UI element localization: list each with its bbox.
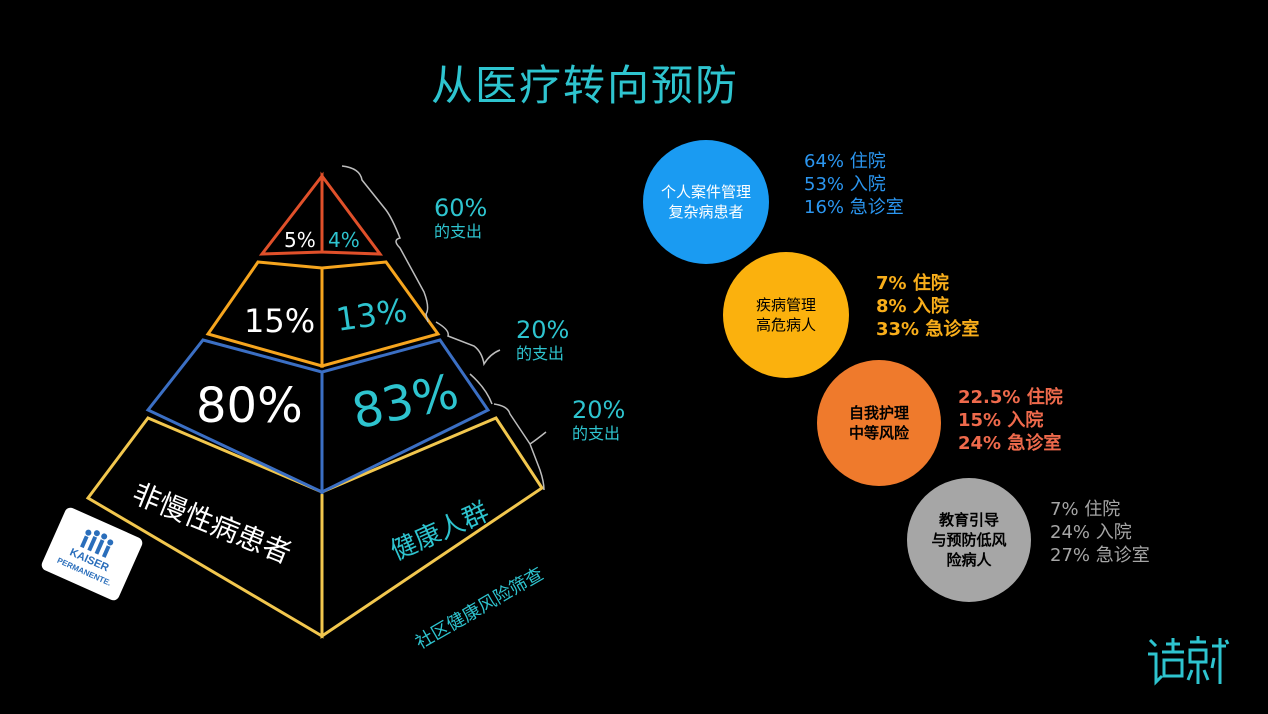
spending-middle: 20% 的支出: [516, 316, 569, 364]
segment-stats-medium-risk: 22.5% 住院 15% 入院 24% 急诊室: [958, 386, 1063, 455]
pyramid-tier-1-right: [320, 171, 384, 256]
segment-complex-line2: 复杂病患者: [668, 203, 744, 221]
pyramid-tier-2-right: [320, 260, 441, 368]
spending-middle-pct: 20%: [516, 316, 570, 344]
spending-middle-label: 的支出: [516, 344, 565, 363]
stat-complex-3: 16% 急诊室: [804, 197, 904, 218]
stat-high-risk-1: 7% 住院: [876, 273, 949, 294]
brand-logo-icon: [1148, 636, 1230, 686]
segment-circle-complex: 个人案件管理 复杂病患者: [643, 140, 769, 264]
spending-top-label: 的支出: [434, 222, 483, 241]
spending-bottom-label: 的支出: [572, 424, 621, 443]
segment-stats-complex: 64% 住院 53% 入院 16% 急诊室: [804, 150, 904, 219]
stat-high-risk-2: 8% 入院: [876, 296, 949, 317]
stat-complex-1: 64% 住院: [804, 151, 886, 172]
segment-stats-high-risk: 7% 住院 8% 入院 33% 急诊室: [876, 272, 979, 341]
stat-medium-risk-1: 22.5% 住院: [958, 387, 1063, 408]
spending-top-pct: 60%: [434, 194, 488, 222]
brace-top: [341, 165, 429, 323]
stat-low-risk-1: 7% 住院: [1050, 499, 1121, 520]
segment-circle-low-risk: 教育引导 与预防低风 险病人: [907, 478, 1031, 602]
pyramid-tier-4-right: [320, 416, 545, 639]
spending-top: 60% 的支出: [434, 194, 487, 242]
segment-medium-risk-line2: 中等风险: [848, 424, 909, 442]
stat-complex-2: 53% 入院: [804, 174, 886, 195]
segment-low-risk-line2: 与预防低风: [931, 531, 1007, 549]
tier-3-left-pct: 80%: [196, 378, 303, 434]
kaiser-logo: KAISER PERMANENTE.: [39, 505, 145, 603]
brace-bottom: [493, 403, 547, 491]
segment-high-risk-line1: 疾病管理: [755, 296, 816, 314]
page-title: 从医疗转向预防: [430, 61, 739, 110]
segment-low-risk-line1: 教育引导: [938, 511, 999, 529]
stat-low-risk-3: 27% 急诊室: [1050, 545, 1150, 566]
pyramid-diagram: [85, 165, 547, 639]
segment-medium-risk-line1: 自我护理: [848, 404, 909, 422]
stat-medium-risk-2: 15% 入院: [958, 410, 1044, 431]
stat-high-risk-3: 33% 急诊室: [876, 319, 980, 340]
spending-bottom-pct: 20%: [572, 396, 626, 424]
segment-circle-medium-risk: 自我护理 中等风险: [817, 360, 941, 486]
tier-1-right-pct: 4%: [328, 228, 360, 252]
tier-2-left-pct: 15%: [244, 302, 316, 340]
pyramid-tier-3-right: [320, 338, 491, 495]
brace-middle: [435, 321, 501, 405]
spending-bottom: 20% 的支出: [572, 396, 625, 444]
segment-stats-low-risk: 7% 住院 24% 入院 27% 急诊室: [1050, 498, 1150, 567]
segment-complex-line1: 个人案件管理: [660, 183, 751, 201]
segment-low-risk-line3: 险病人: [946, 551, 992, 569]
segment-circle-high-risk: 疾病管理 高危病人: [723, 252, 849, 378]
segment-high-risk-line2: 高危病人: [755, 316, 816, 334]
stat-medium-risk-3: 24% 急诊室: [958, 433, 1062, 454]
stat-low-risk-2: 24% 入院: [1050, 522, 1132, 543]
tier-1-left-pct: 5%: [284, 228, 316, 252]
